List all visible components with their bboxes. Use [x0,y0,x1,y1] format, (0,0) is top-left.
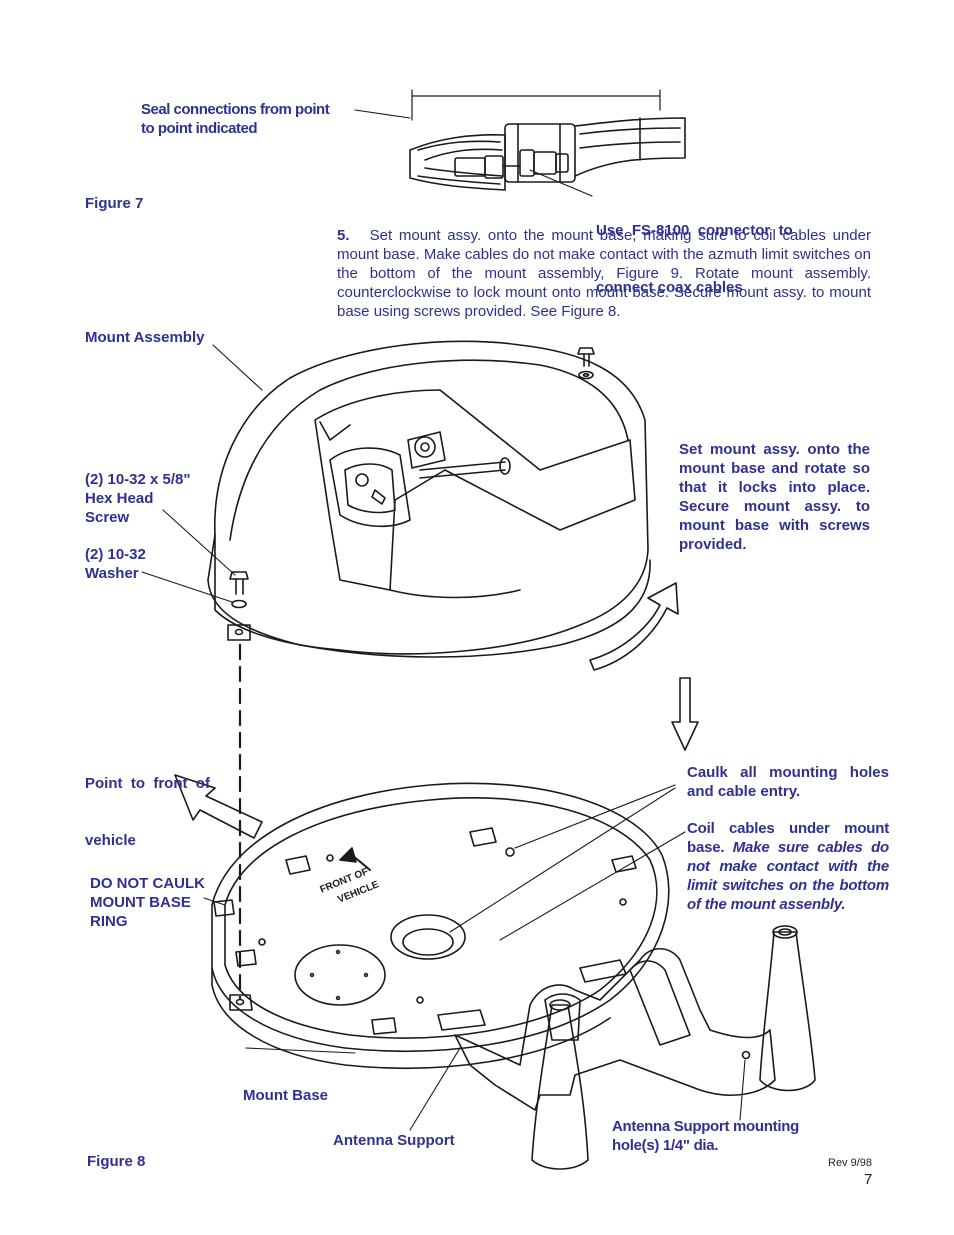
do-not-caulk-line1: DO NOT CAULK [90,875,205,892]
do-not-caulk-label: DO NOT CAULK MOUNT BASE RING [90,874,205,931]
seal-connections-note: Seal connections from point to point ind… [141,100,353,138]
step5-number: 5. [337,227,350,244]
screw-line3: Screw [85,509,130,526]
rotation-arrow [589,582,679,671]
washer-line1: (2) 10-32 [85,546,146,563]
figure8-label: Figure 8 [87,1153,146,1170]
callout-leaders [203,784,746,1131]
connector-note: Use FS-8100 connector to connect coax ca… [596,183,808,335]
seal-note-line2: to point indicated [141,120,258,137]
screw-line2: Hex Head [85,490,154,507]
down-arrow [671,677,699,751]
do-not-caulk-line2: MOUNT BASE [90,894,191,911]
coil-cables-note: Coil cables under mount base. Make sure … [687,819,889,914]
screw-line1: (2) 10-32 x 5/8" [85,471,191,488]
seal-note-line1: Seal connections from point [141,101,330,118]
connector-note-line1: Use FS-8100 connector to [596,222,793,239]
mount-base-drawing: FRONT OF VEHICLE [211,782,670,1069]
coax-connector-drawing [354,89,686,197]
front-vehicle-line1: Point to front of [85,775,210,792]
coil-note-italic: Make sure cables do not make contact wit… [687,839,889,913]
antenna-hole-line2: hole(s) 1/4" dia. [612,1137,719,1154]
set-mount-note: Set mount assy. onto the mount base and … [679,441,870,553]
page-number: 7 [864,1171,873,1188]
antenna-support-drawing [454,925,816,1170]
hex-head-screw-label: (2) 10-32 x 5/8" Hex Head Screw [85,470,191,527]
front-vehicle-line2: vehicle [85,832,136,849]
mount-assembly-label: Mount Assembly [85,329,205,346]
mount-assembly-drawing [141,340,651,658]
connector-note-line2: connect coax cables [596,279,743,296]
figure7-label: Figure 7 [85,195,144,212]
washer-line2: Washer [85,565,139,582]
revision-date: Rev 9/98 [828,1157,873,1169]
step5-paragraph: 5. Set mount assy. onto the mount base, … [337,226,871,321]
front-of-vehicle-arrow [174,774,263,839]
antenna-hole-line1: Antenna Support mounting [612,1118,799,1135]
antenna-hole-label: Antenna Support mounting hole(s) 1/4" di… [612,1117,799,1155]
mount-base-label: Mount Base [243,1087,329,1104]
front-of-vehicle-label: Point to front of vehicle [85,736,210,888]
caulk-note: Caulk all mounting holes and cable entry… [687,764,889,800]
do-not-caulk-line3: RING [90,913,128,930]
washer-label: (2) 10-32 Washer [85,545,146,583]
antenna-support-label: Antenna Support [333,1132,455,1149]
step5-text: Set mount assy. onto the mount base, mak… [337,227,871,320]
coil-note-plain: Coil cables under mount base. [687,820,889,856]
